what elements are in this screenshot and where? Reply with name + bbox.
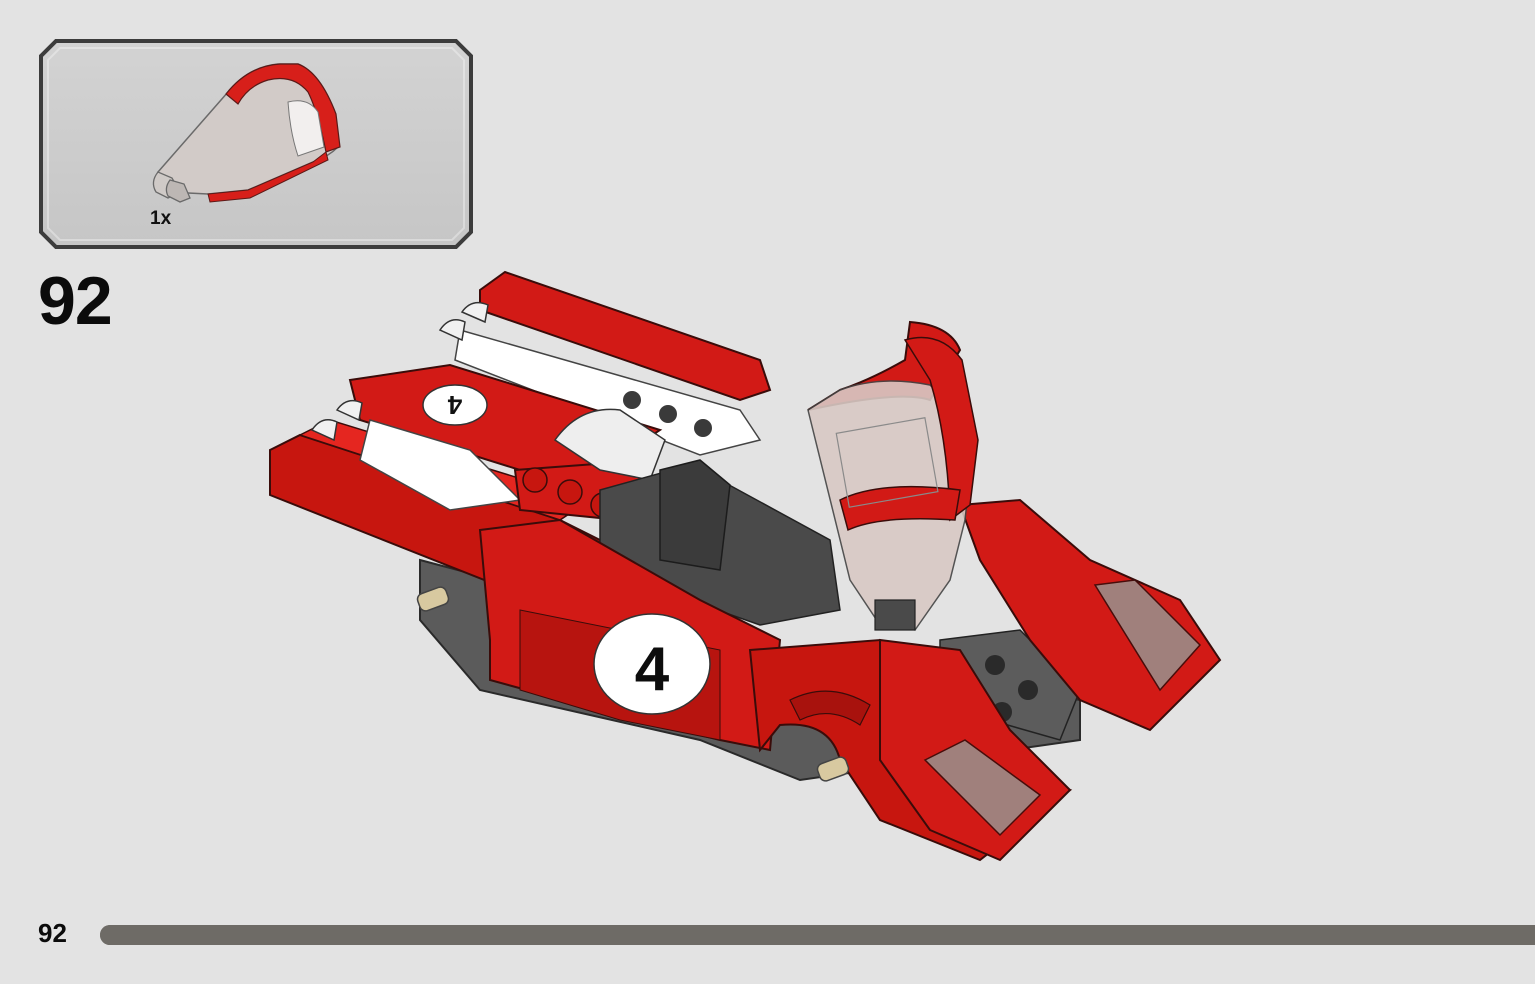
step-number: 92 [38,263,113,339]
parts-callout-panel: 1x [38,38,474,250]
side-racing-number: 4 [635,635,670,704]
progress-bar [100,925,1535,945]
page-number: 92 [38,918,67,948]
progress-bar-fill [100,925,1535,945]
windscreen-canopy-icon [152,63,341,203]
rear-racing-number: 4 [447,390,462,420]
part-quantity-label: 1x [150,208,172,229]
